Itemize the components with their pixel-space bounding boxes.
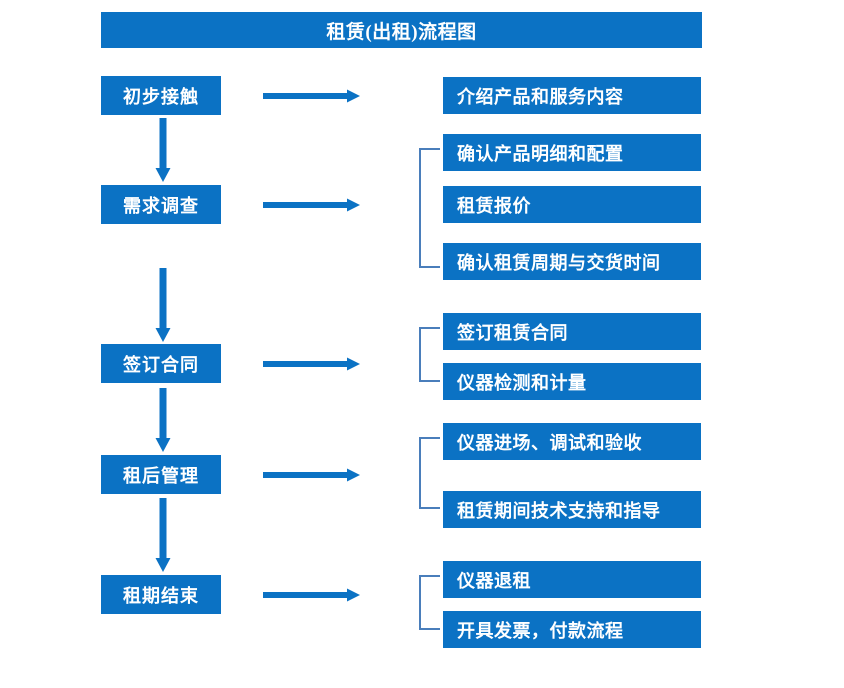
arrow-right-icon [263, 466, 361, 484]
stage-label: 租期结束 [123, 585, 199, 606]
detail-box-sign-rental-contract[interactable]: 签订租赁合同 [443, 313, 701, 350]
detail-label: 确认租赁周期与交货时间 [457, 252, 661, 273]
arrow-right-icon [263, 355, 361, 373]
detail-box-confirm-product-spec[interactable]: 确认产品明细和配置 [443, 134, 701, 171]
stage-box-sign-contract[interactable]: 签订合同 [101, 344, 221, 383]
group-bracket-icon [418, 575, 442, 630]
detail-box-technical-support[interactable]: 租赁期间技术支持和指导 [443, 491, 701, 528]
stage-label: 租后管理 [123, 465, 199, 486]
detail-label: 开具发票，付款流程 [457, 620, 624, 641]
detail-box-instrument-return[interactable]: 仪器退租 [443, 561, 701, 598]
detail-label: 仪器进场、调试和验收 [457, 432, 642, 453]
group-bracket-icon [418, 327, 442, 382]
arrow-down-icon [154, 268, 172, 344]
stage-label: 签订合同 [123, 354, 199, 375]
arrow-right-icon [263, 586, 361, 604]
arrow-right-icon [263, 87, 361, 105]
detail-box-invoice-payment[interactable]: 开具发票，付款流程 [443, 611, 701, 648]
detail-box-confirm-period-delivery[interactable]: 确认租赁周期与交货时间 [443, 243, 701, 280]
arrow-down-icon [154, 388, 172, 454]
stage-label: 初步接触 [123, 86, 199, 107]
stage-box-initial-contact[interactable]: 初步接触 [101, 76, 221, 115]
detail-box-instrument-inspection[interactable]: 仪器检测和计量 [443, 363, 701, 400]
stage-box-lease-end[interactable]: 租期结束 [101, 575, 221, 614]
detail-label: 介绍产品和服务内容 [457, 86, 624, 107]
detail-box-introduce-products[interactable]: 介绍产品和服务内容 [443, 77, 701, 114]
detail-label: 确认产品明细和配置 [457, 143, 624, 164]
detail-label: 签订租赁合同 [457, 322, 568, 343]
detail-label: 租赁报价 [457, 195, 531, 216]
page-title: 租赁(出租)流程图 [101, 12, 702, 48]
arrow-down-icon [154, 498, 172, 574]
detail-box-rental-quote[interactable]: 租赁报价 [443, 186, 701, 223]
group-bracket-icon [418, 437, 442, 509]
stage-box-post-rental-management[interactable]: 租后管理 [101, 455, 221, 494]
stage-label: 需求调查 [123, 195, 199, 216]
stage-box-needs-survey[interactable]: 需求调查 [101, 185, 221, 224]
detail-box-instrument-entry-commission[interactable]: 仪器进场、调试和验收 [443, 423, 701, 460]
arrow-right-icon [263, 196, 361, 214]
arrow-down-icon [154, 118, 172, 184]
detail-label: 租赁期间技术支持和指导 [457, 500, 661, 521]
detail-label: 仪器退租 [457, 570, 531, 591]
group-bracket-icon [418, 148, 442, 268]
detail-label: 仪器检测和计量 [457, 372, 587, 393]
